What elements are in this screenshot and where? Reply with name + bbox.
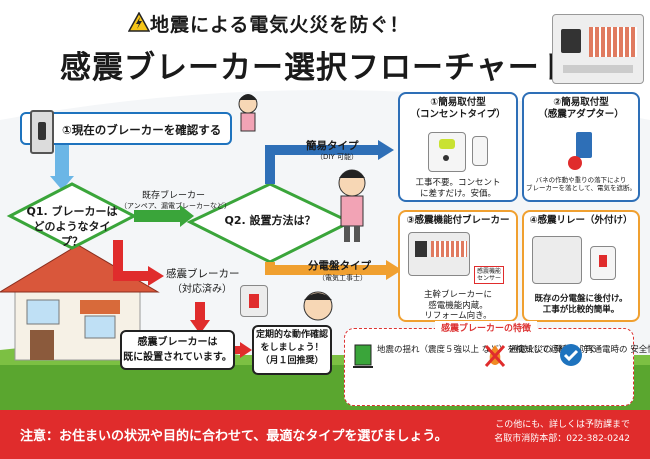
breaker-small-illustration <box>240 285 268 317</box>
card-adapter-type: ②簡易取付型 （感震アダプター） バネの作動や重りの落下により ブレーカーを落と… <box>522 92 640 202</box>
relay-unit-illustration <box>590 246 616 280</box>
check-message-box: 定期的な動作確認 をしましょう！ （月１回推奨） <box>252 325 332 375</box>
feature-item-1: 地震の揺れ（震度５強以上 など）を検知して遮断 <box>377 345 567 355</box>
feature-item-3: 再通電時の 安全性向上 <box>585 345 650 355</box>
card-relay-header: ④感震リレー（外付け） <box>529 215 633 226</box>
girl-character <box>238 94 258 132</box>
check-icon <box>560 344 582 366</box>
seismic-breaker-label: 感震ブレーカー <box>166 268 240 280</box>
sensor-label: 感震機能 センサー <box>474 266 505 285</box>
footer-contact-line2: 名取市消防本部：022-382-0242 <box>494 433 630 444</box>
thinking-character <box>303 291 333 321</box>
panel-type-note: （電気工事士） <box>318 274 367 282</box>
adapter-icon <box>576 132 592 158</box>
card-relay-caption: 既存の分電盤に後付け。 工事が比較的簡単。 <box>534 294 628 315</box>
worried-character <box>338 169 366 242</box>
page-title: 感震ブレーカー選択フローチャート <box>60 50 572 86</box>
footer-contact-line1: この他にも、詳しくは予防課まで <box>495 420 630 430</box>
step1-label: ①現在のブレーカーを確認する <box>62 123 222 137</box>
no-fire-icon <box>484 344 506 368</box>
footer-contact: この他にも、詳しくは予防課まで 名取市消防本部：022-382-0242 <box>494 419 630 446</box>
relay-panel-illustration <box>532 236 582 284</box>
weight-ball-icon <box>568 156 582 170</box>
breaker-panel-illustration <box>552 14 644 84</box>
feature-item-2: 通電火災の 発生を防ぐ <box>509 345 597 355</box>
q1-label: Q1. ブレーカーは どのようなタイプ？ <box>26 205 118 248</box>
footer-bar: 注意：お住まいの状況や目的に合わせて、最適なタイプを選びましょう。 この他にも、… <box>0 410 650 459</box>
card-builtin-caption: 主幹ブレーカーに 感電機能内蔵。 リフォーム向き。 <box>423 290 492 322</box>
card-outlet-caption: 工事不要。コンセント に差すだけ。安価。 <box>415 178 501 199</box>
panel-type-label: 分電盤タイプ <box>308 260 371 272</box>
builtin-breaker-illustration <box>408 232 470 276</box>
breaker-switch-icon <box>30 110 54 154</box>
warning-icon <box>128 12 150 32</box>
card-adapter-header: ②簡易取付型 （感震アダプター） <box>538 97 624 121</box>
earthquake-icon <box>353 344 373 368</box>
existing-breaker-note: （アンペア、漏電ブレーカーなど） <box>120 202 232 210</box>
footer-note: 注意：お住まいの状況や目的に合わせて、最適なタイプを選びましょう。 <box>20 429 448 444</box>
card-outlet-header: ①簡易取付型 （コンセントタイプ） <box>410 97 506 121</box>
features-box: 感震ブレーカーの特徴 地震の揺れ（震度５強以上 など）を検知して遮断 通電火災の… <box>344 321 650 406</box>
installed-message-box: 感震ブレーカーは 既に設置されています。 <box>120 330 235 370</box>
card-builtin-header: ③感震機能付ブレーカー <box>406 215 510 226</box>
q2-label: Q2. 設置方法は？ <box>224 214 316 227</box>
features-heading: 感震ブレーカーの特徴 <box>435 321 538 334</box>
card-outlet-type: ①簡易取付型 （コンセントタイプ） 工事不要。コンセント に差すだけ。安価。 <box>398 92 518 202</box>
simple-type-label: 簡易タイプ <box>306 140 359 152</box>
page-subtitle: 地震による電気火災を防ぐ！ <box>150 14 410 36</box>
plug-icon <box>472 136 488 166</box>
outlet-device-icon <box>428 132 466 172</box>
card-external-relay: ④感震リレー（外付け） 既存の分電盤に後付け。 工事が比較的簡単。 <box>522 210 640 322</box>
existing-breaker-label: 既存ブレーカー <box>142 191 206 201</box>
card-builtin-breaker: ③感震機能付ブレーカー 感震機能 センサー 主幹ブレーカーに 感電機能内蔵。 リ… <box>398 210 518 322</box>
step1-box: ①現在のブレーカーを確認する <box>20 112 232 145</box>
seismic-breaker-note: （対応済み） <box>172 284 232 295</box>
card-adapter-caption: バネの作動や重りの落下により ブレーカーを落として、電気を遮断。 <box>526 176 636 193</box>
simple-type-note: （DIY 可能） <box>316 153 358 161</box>
